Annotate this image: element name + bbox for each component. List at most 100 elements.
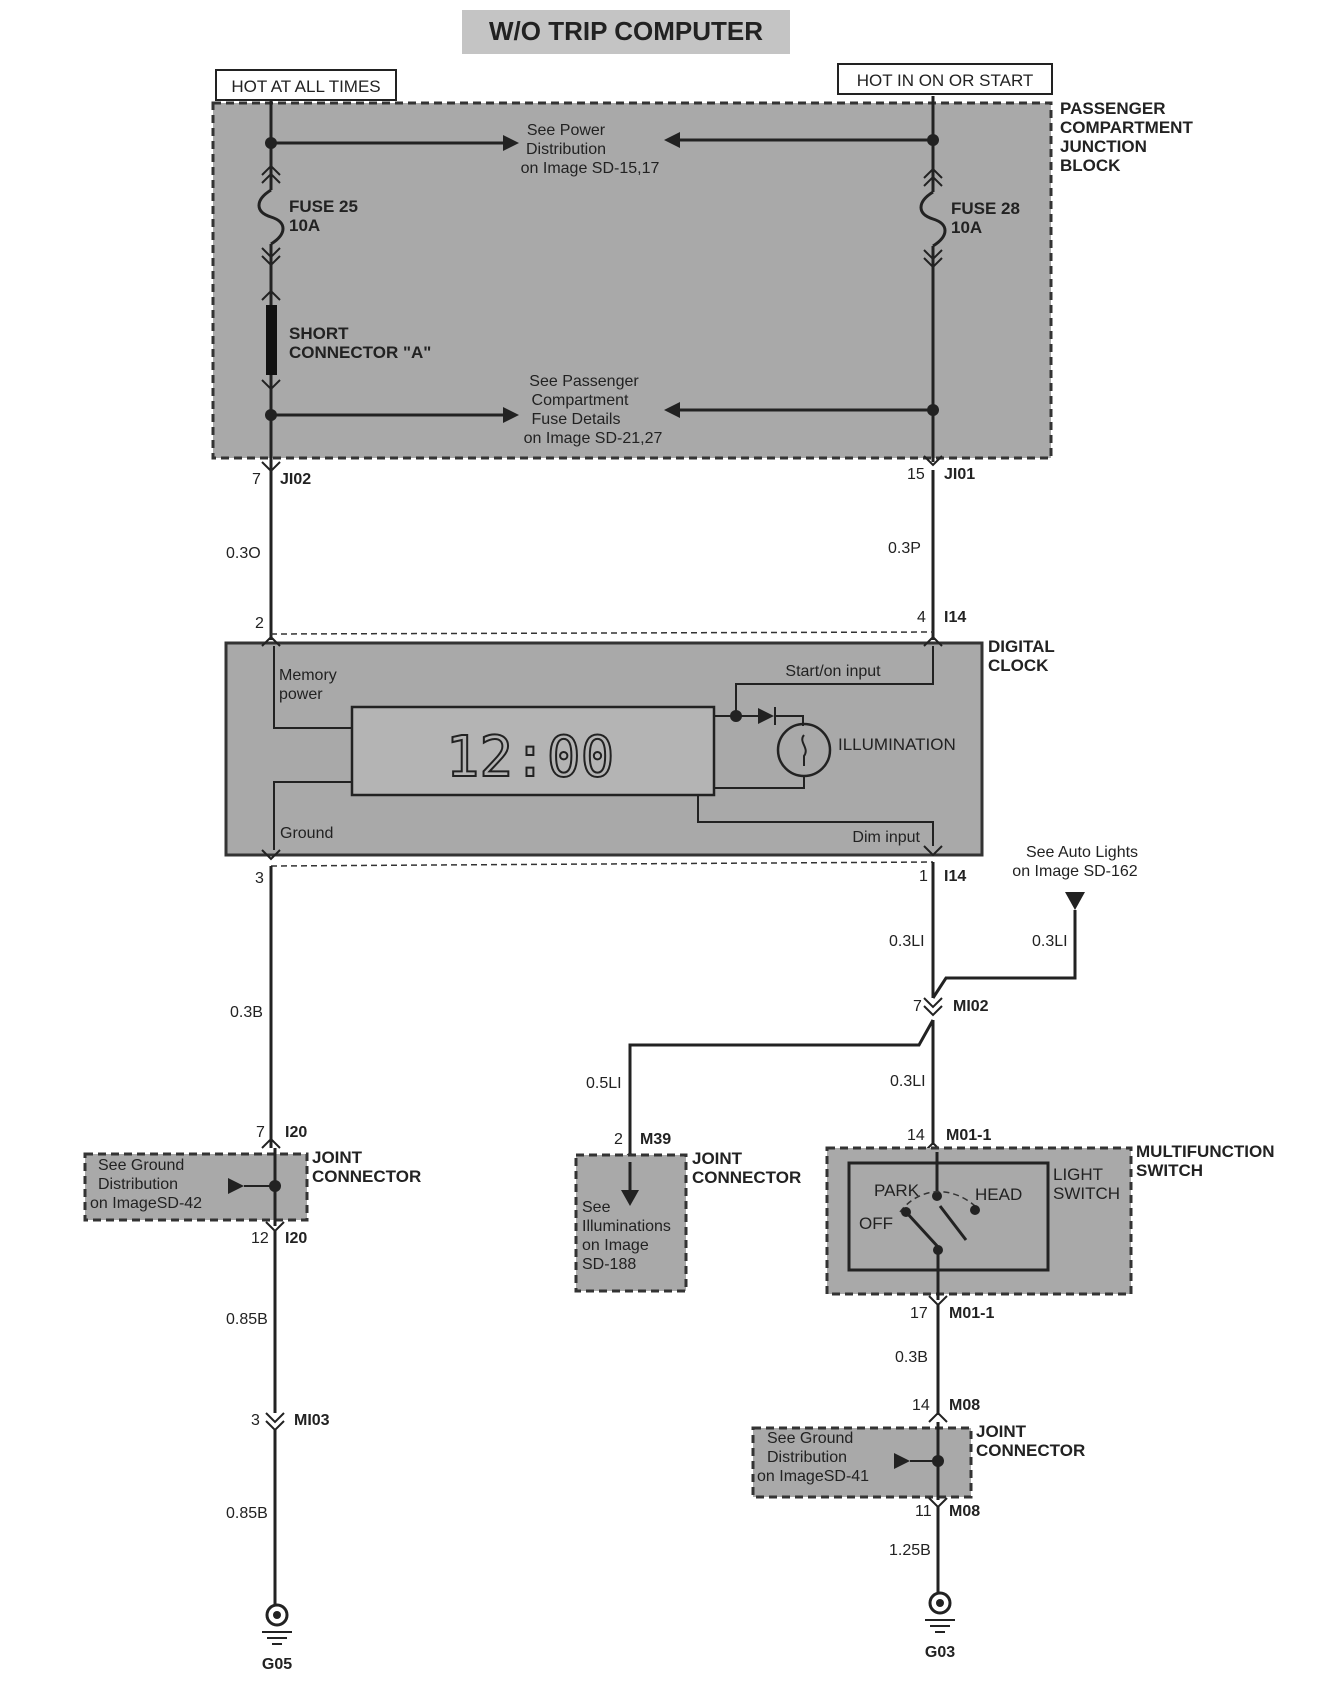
clock-dim-connector (923, 845, 943, 857)
junction-block-name-4: BLOCK (1060, 156, 1121, 175)
m08-bot-pin: 11 (915, 1503, 932, 1520)
ground-g03-dot (936, 1599, 944, 1607)
fuse28-label-2: 10A (951, 218, 982, 237)
right-top-arrow (664, 132, 680, 148)
ground-g05-label: G05 (262, 1656, 292, 1673)
switch-head-contact (970, 1205, 980, 1215)
clock-bottom-connector-line (270, 861, 934, 867)
clock-start-on-label: Start/on input (785, 663, 881, 680)
joint-right-name-1: JOINT (976, 1422, 1027, 1441)
hot-in-on-or-start-label: HOT IN ON OR START (857, 71, 1034, 90)
joint-mid-name-1: JOINT (692, 1149, 743, 1168)
joint-mid-arrow (621, 1190, 639, 1206)
mi02-connector-2 (923, 1005, 943, 1017)
short-conn-bot-connector (261, 379, 281, 391)
junction-block-name-3: JUNCTION (1060, 137, 1147, 156)
m08-top-pin: 14 (912, 1397, 930, 1414)
wire-03li-auto (931, 910, 1077, 999)
m011-bot-label: M01-1 (949, 1305, 994, 1322)
fuse28-icon (919, 190, 947, 248)
mi02-pin: 7 (913, 998, 922, 1015)
m08-bot-label: M08 (949, 1503, 980, 1520)
clock-illum-node (730, 710, 742, 722)
wire-03b-right-label: 0.3B (895, 1349, 928, 1366)
wire-05li-label: 0.5LI (586, 1075, 622, 1092)
hot-at-all-times-label: HOT AT ALL TIMES (231, 77, 380, 96)
auto-lights-line-1: See Auto Lights (1026, 844, 1138, 861)
switch-common-node (932, 1191, 942, 1201)
fuse25-label-1: FUSE 25 (289, 197, 358, 216)
joint-mid-name-2: CONNECTOR (692, 1168, 801, 1187)
i20-bot-pin: 12 (251, 1230, 269, 1247)
left-top-arrow (503, 135, 519, 151)
mi03-label: MI03 (294, 1412, 330, 1429)
diode-icon (758, 708, 774, 724)
wire-03li-switch-label: 0.3LI (890, 1073, 926, 1090)
mi02-connector (923, 997, 943, 1009)
ji01-pin: 15 (907, 466, 925, 483)
short-conn-top-connector (261, 289, 281, 301)
junction-block-name-2: COMPARTMENT (1060, 118, 1193, 137)
wire-085b-a-label: 0.85B (226, 1311, 268, 1328)
i14-top-pin: 4 (917, 609, 926, 626)
wire-03o-label: 0.3O (226, 545, 261, 562)
switch-off-label: OFF (859, 1214, 893, 1233)
ground-g03-icon (928, 1591, 952, 1615)
i20-top-pin: 7 (256, 1124, 265, 1141)
ji02-connector (261, 461, 281, 473)
switch-head-label: HEAD (975, 1185, 1022, 1204)
clock-memory-label-1: Memory (279, 667, 337, 684)
clock-name-1: DIGITAL (988, 637, 1055, 656)
joint-right-see-1: See Ground (767, 1430, 853, 1447)
joint-right-see-2: Distribution (767, 1449, 847, 1466)
clock-illumination-label: ILLUMINATION (838, 735, 956, 754)
ground-g03-label: G03 (925, 1644, 955, 1661)
joint-mid-see-4: SD-188 (582, 1256, 636, 1273)
see-power-line-2: Distribution (526, 141, 606, 158)
light-switch-label-2: SWITCH (1053, 1184, 1120, 1203)
hot-in-on-or-start-box (837, 63, 1053, 95)
fuse28-label-1: FUSE 28 (951, 199, 1020, 218)
joint-left-name-2: CONNECTOR (312, 1167, 421, 1186)
wire-03p-label: 0.3P (888, 540, 921, 557)
clock-dim-wire (697, 795, 934, 846)
m08-top-label: M08 (949, 1397, 980, 1414)
clock-display-time: 12:00 (446, 725, 615, 790)
clock-top-connector-line (270, 631, 934, 635)
light-switch-box (847, 1161, 1050, 1272)
light-switch-label-1: LIGHT (1053, 1165, 1103, 1184)
clock-name-2: CLOCK (988, 656, 1049, 675)
clock-left-top-pin: 2 (255, 615, 264, 632)
clock-illum-return (714, 776, 805, 789)
see-power-line-1: See Power (527, 122, 606, 139)
multifunction-name-2: SWITCH (1136, 1161, 1203, 1180)
switch-blade-2 (938, 1205, 968, 1241)
clock-illum-wire (775, 715, 804, 726)
joint-right-see-3: on ImageSD-41 (757, 1468, 869, 1485)
m011-bot-pin: 17 (910, 1305, 928, 1322)
wire-03li-dim-label: 0.3LI (889, 933, 925, 950)
clock-display (350, 705, 716, 797)
ji02-pin: 7 (252, 471, 261, 488)
clock-start-wire (735, 646, 934, 716)
see-fuse-line-3: Fuse Details (532, 411, 621, 428)
m39-label: M39 (640, 1131, 671, 1148)
short-connector-icon (266, 305, 277, 375)
ji01-connector (923, 455, 943, 467)
mi03-pin: 3 (251, 1412, 260, 1429)
clock-dim-input-label: Dim input (852, 829, 920, 846)
joint-left-see-1: See Ground (98, 1157, 184, 1174)
i20-top-connector (261, 1137, 281, 1149)
joint-mid-see-3: on Image (582, 1237, 649, 1254)
fuse25-icon (257, 188, 285, 246)
wire-085b-b-label: 0.85B (226, 1505, 268, 1522)
short-connector-label-2: CONNECTOR "A" (289, 343, 431, 362)
title-band (462, 10, 790, 54)
m011-top-pin: 14 (907, 1127, 925, 1144)
i20-bot-label: I20 (285, 1230, 307, 1247)
left-bottom-arrow (503, 407, 519, 423)
joint-right-arrow (894, 1453, 910, 1469)
mi03-connector (265, 1412, 285, 1424)
joint-left-arrow (228, 1178, 244, 1194)
